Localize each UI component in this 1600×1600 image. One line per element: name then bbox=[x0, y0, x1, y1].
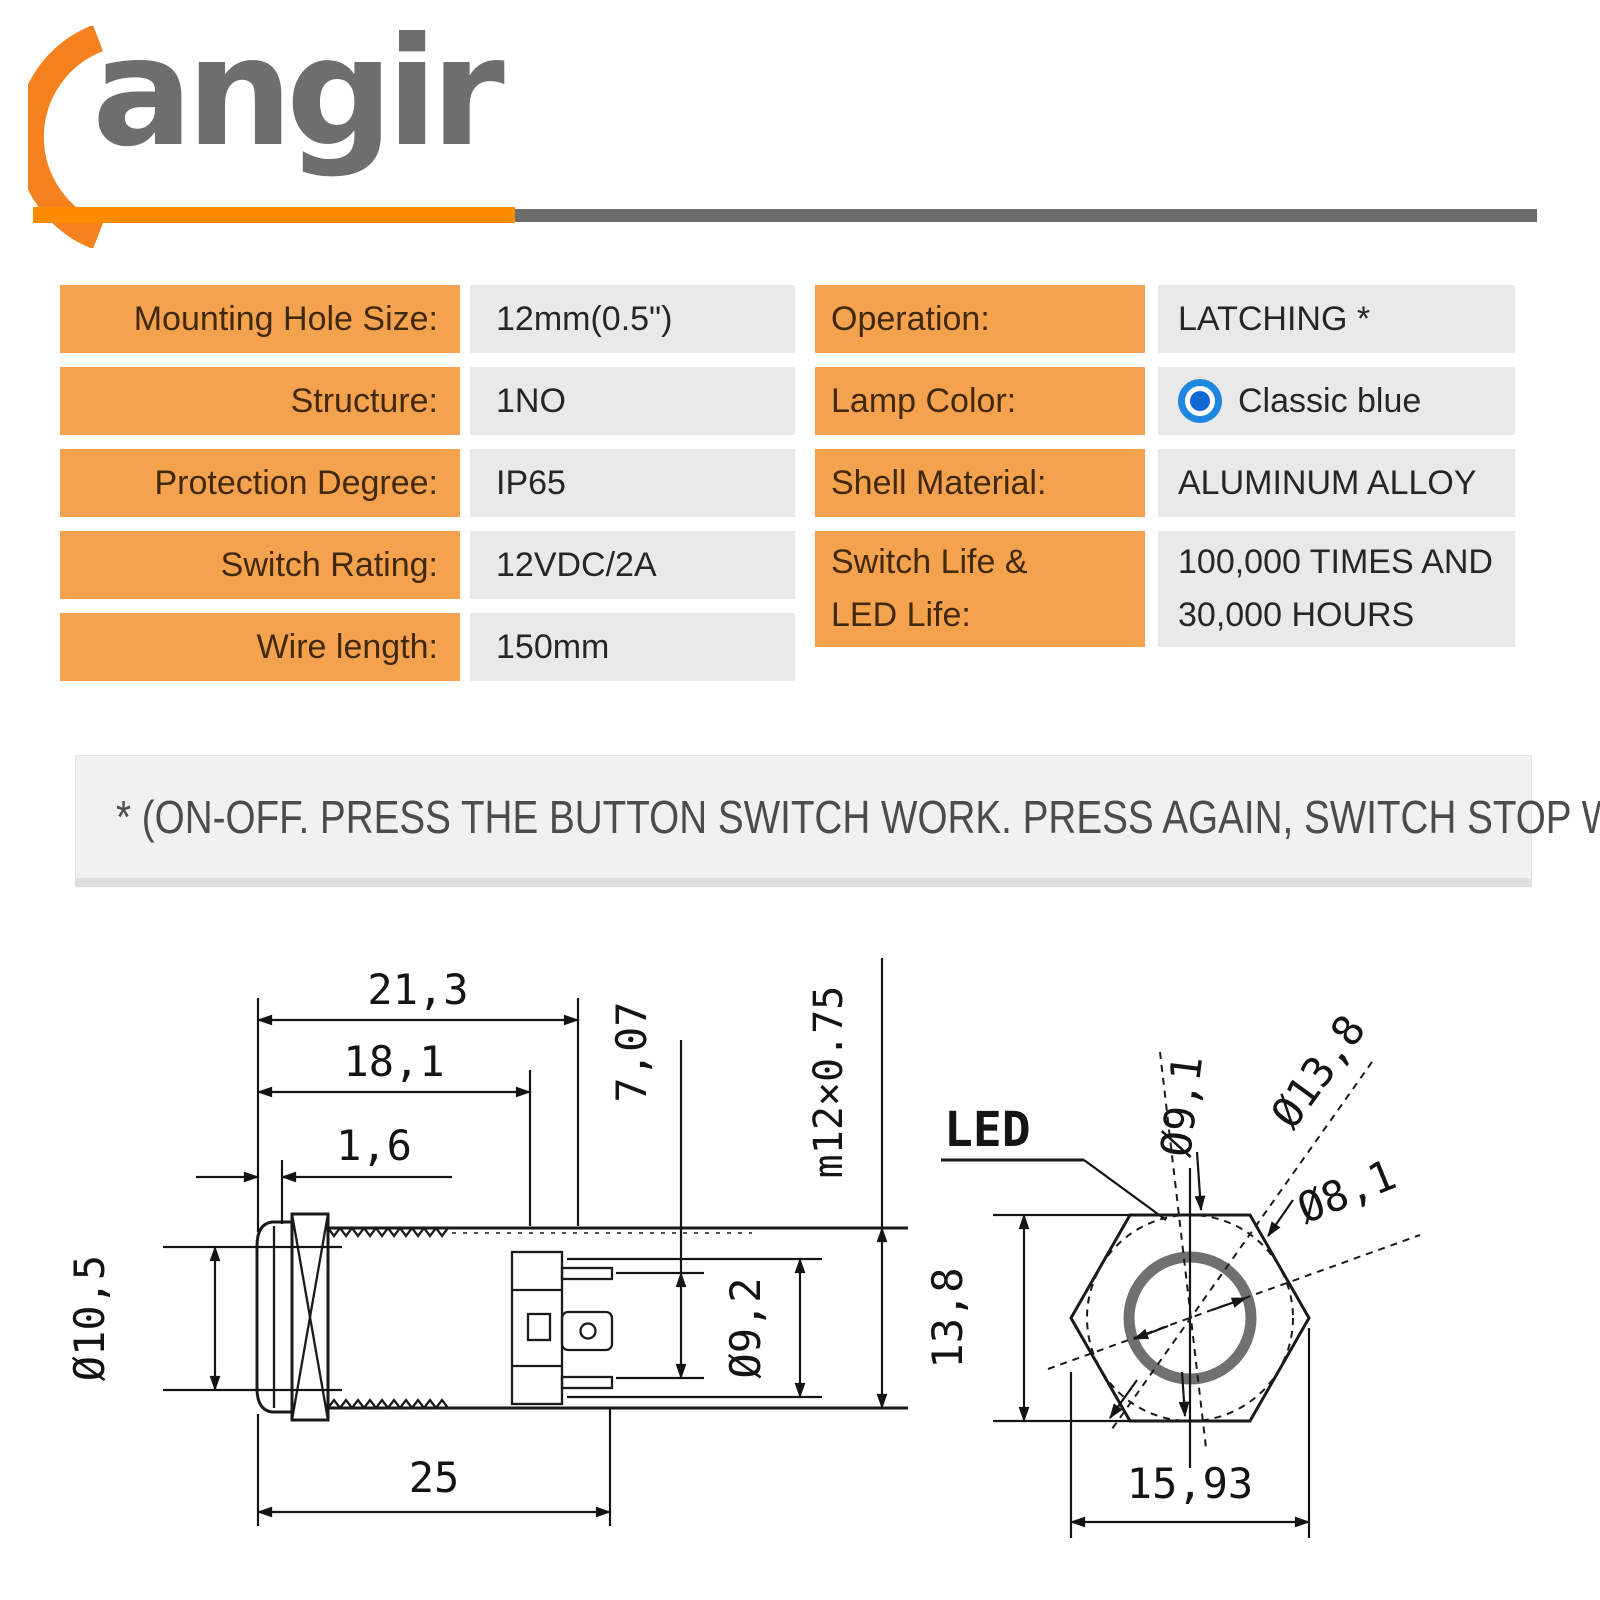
spec-label-lamp-color: Lamp Color: bbox=[815, 367, 1145, 435]
spec-value-switch-rating: 12VDC/2A bbox=[470, 531, 795, 599]
spec-label-protection-degree: Protection Degree: bbox=[60, 449, 460, 517]
technical-drawing: 21,3 18,1 1,6 Ø10,5 25 7,07 Ø9,2 m12×0. bbox=[65, 958, 1421, 1538]
spec-label-shell-material: Shell Material: bbox=[815, 449, 1145, 517]
dim-body-length: 25 bbox=[409, 1453, 460, 1502]
side-view-dimensions: 21,3 18,1 1,6 Ø10,5 25 7,07 Ø9,2 m12×0. bbox=[65, 958, 888, 1526]
dim-terminal-span: 7,07 bbox=[607, 1001, 656, 1102]
brand-logo: angir bbox=[92, 6, 505, 180]
spec-label-structure: Structure: bbox=[60, 367, 460, 435]
led-label: LED bbox=[944, 1102, 1031, 1158]
terminal-pin-top bbox=[560, 1266, 614, 1281]
lamp-color-text: Classic blue bbox=[1238, 381, 1422, 420]
spec-label-switch-led-life: Switch Life & LED Life: bbox=[815, 531, 1145, 647]
dim-flange-thickness: 1,6 bbox=[336, 1121, 412, 1170]
operation-note-box: * (ON-OFF. PRESS THE BUTTON SWITCH WORK.… bbox=[75, 755, 1600, 887]
spec-value-wire-length: 150mm bbox=[470, 613, 795, 681]
side-view bbox=[255, 1212, 908, 1422]
dim-rear-diameter: Ø9,2 bbox=[721, 1277, 770, 1378]
spec-value-structure: 1NO bbox=[470, 367, 795, 435]
operation-note-text: * (ON-OFF. PRESS THE BUTTON SWITCH WORK.… bbox=[116, 791, 1600, 843]
dim-body-width: 18,1 bbox=[343, 1037, 444, 1086]
front-view: LED Ø9,1 Ø13,8 Ø8,1 13,8 15,93 bbox=[923, 1006, 1421, 1538]
label-line-2: LED Life: bbox=[831, 596, 971, 634]
dim-across-corners: 15,93 bbox=[1127, 1459, 1253, 1508]
terminal-spade bbox=[560, 1310, 614, 1352]
spec-value-lamp-color: Classic blue bbox=[1158, 367, 1515, 435]
spec-value-protection-degree: IP65 bbox=[470, 449, 795, 517]
spec-value-shell-material: ALUMINUM ALLOY bbox=[1158, 449, 1515, 517]
dim-overall-width: 21,3 bbox=[367, 965, 468, 1014]
divider-gray bbox=[515, 209, 1537, 222]
terminal-pin-bottom bbox=[560, 1375, 614, 1390]
value-line-2: 30,000 HOURS bbox=[1178, 596, 1415, 634]
dim-button-diameter: Ø9,1 bbox=[1151, 1053, 1212, 1159]
value-line-1: 100,000 TIMES AND bbox=[1178, 543, 1493, 582]
dim-thread-spec: m12×0.75 bbox=[806, 986, 852, 1179]
lamp-color-radio[interactable] bbox=[1178, 379, 1222, 423]
label-line-1: Switch Life & bbox=[831, 543, 1028, 582]
spec-label-operation: Operation: bbox=[815, 285, 1145, 353]
spec-label-switch-rating: Switch Rating: bbox=[60, 531, 460, 599]
radio-dot-icon bbox=[1190, 391, 1210, 411]
dim-head-diameter: Ø10,5 bbox=[65, 1255, 114, 1381]
spec-value-mounting-hole: 12mm(0.5") bbox=[470, 285, 795, 353]
spec-value-switch-led-life: 100,000 TIMES AND 30,000 HOURS bbox=[1158, 531, 1515, 647]
divider-orange bbox=[33, 207, 515, 223]
spec-label-mounting-hole: Mounting Hole Size: bbox=[60, 285, 460, 353]
dim-led-ring-diameter: Ø8,1 bbox=[1290, 1150, 1402, 1233]
dim-head-diameter-front: Ø13,8 bbox=[1261, 1006, 1375, 1137]
spec-label-wire-length: Wire length: bbox=[60, 613, 460, 681]
spec-value-operation: LATCHING * bbox=[1158, 285, 1515, 353]
dim-across-flats: 13,8 bbox=[923, 1267, 972, 1368]
